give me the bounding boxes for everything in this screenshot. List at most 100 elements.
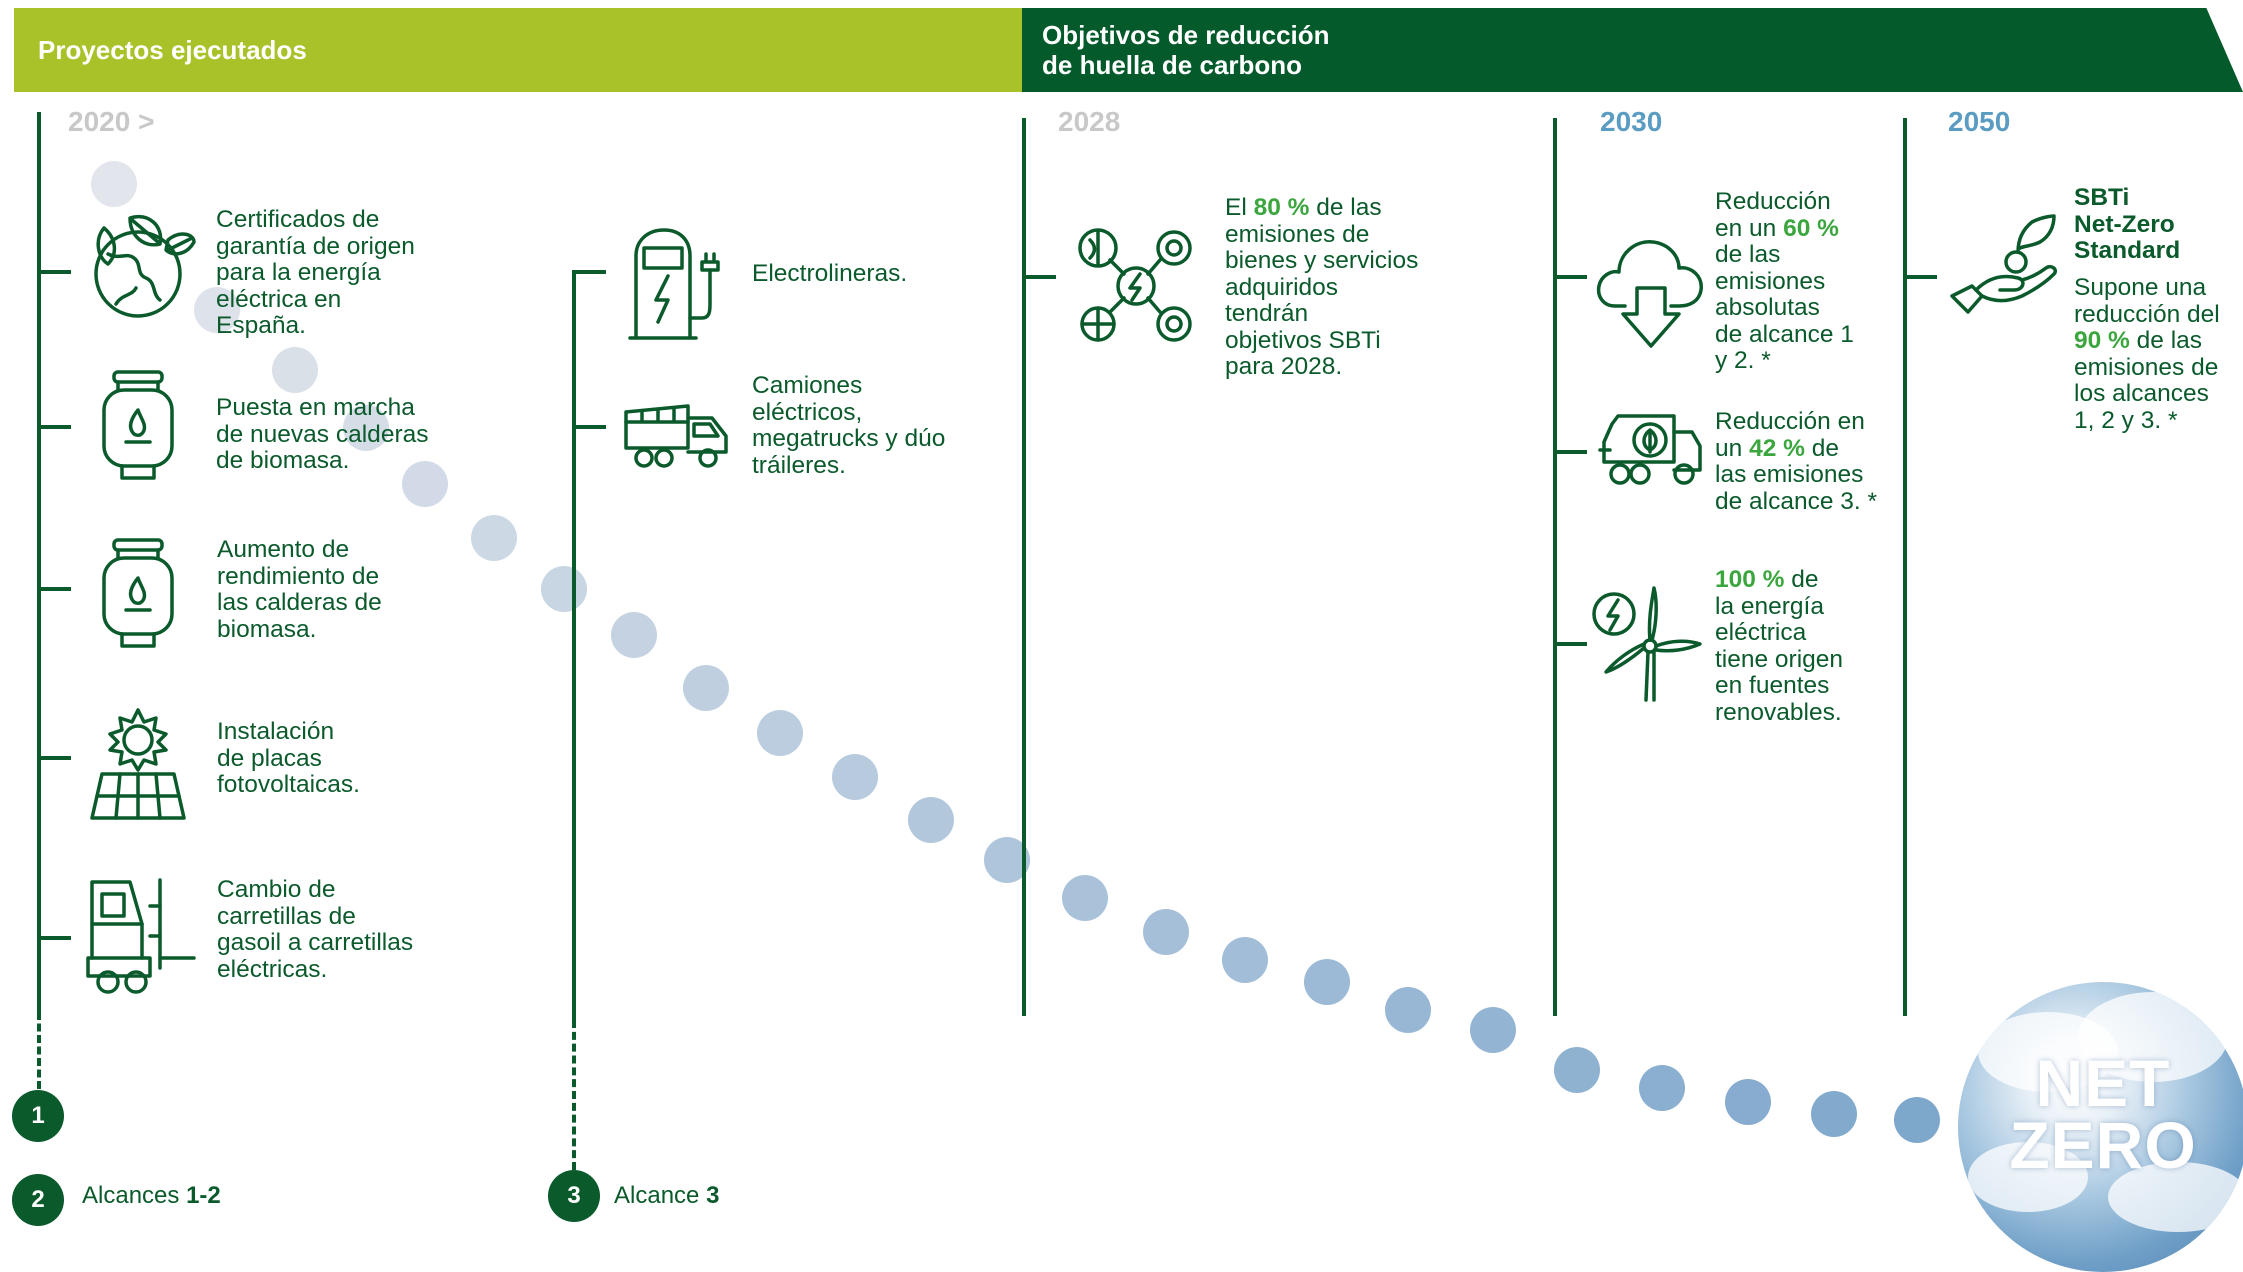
year-2030: 2030	[1600, 106, 1663, 137]
target-2050-title: SBTi Net-Zero Standard	[2074, 184, 2181, 264]
timeline-tick	[1553, 450, 1587, 454]
text-part: Supone una reducción del	[2074, 274, 2220, 328]
path-dot	[91, 161, 137, 207]
year-2050: 2050	[1948, 106, 2011, 137]
gas-boiler-icon	[100, 368, 176, 484]
timeline-tick	[37, 425, 71, 429]
globe-leaves-icon	[86, 208, 198, 324]
text-part: de la energía eléctrica tiene origen en …	[1715, 566, 1844, 726]
timeline-tick	[572, 425, 606, 429]
path-dot	[402, 461, 448, 507]
highlight-percent: 60 %	[1783, 214, 1839, 242]
path-dot	[1894, 1097, 1940, 1143]
target-2030-text: Reducción en un 42 % de las emisiones de…	[1715, 408, 1878, 515]
text-part: de las emisiones de bienes y servicios a…	[1225, 194, 1419, 380]
timeline-tick	[1553, 275, 1587, 279]
hand-plant-icon	[1948, 212, 2060, 320]
timeline-line-2050	[1903, 118, 1907, 1016]
path-dot	[683, 665, 729, 711]
legend-label-scope12: Alcances 1-2	[82, 1182, 221, 1210]
path-dot	[1304, 959, 1350, 1005]
timeline-line-scope3	[572, 270, 576, 1020]
project-text: Puesta en marcha de nuevas calderas de b…	[216, 394, 429, 474]
solar-panel-icon	[88, 706, 188, 822]
path-dot	[272, 347, 318, 393]
project-text: Camiones eléctricos, megatrucks y dúo tr…	[752, 372, 946, 479]
timeline-tick	[37, 936, 71, 940]
path-dot	[1385, 987, 1431, 1033]
project-text: Aumento de rendimiento de las calderas d…	[217, 536, 382, 643]
timeline-line-scope12	[37, 112, 41, 1012]
timeline-tick	[1553, 642, 1587, 646]
text-part: de las emisiones absolutas de alcance 1 …	[1715, 241, 1854, 374]
network-energy-icon	[1076, 224, 1194, 348]
path-dot	[1470, 1007, 1516, 1053]
timeline-tick	[1903, 275, 1937, 279]
forklift-icon	[84, 876, 198, 994]
electric-truck-leaf-icon	[1596, 412, 1704, 488]
legend-label-scope3: Alcance 3	[614, 1182, 719, 1210]
timeline-tick	[37, 756, 71, 760]
truck-icon	[622, 400, 730, 470]
path-dot	[343, 405, 389, 451]
path-dot	[757, 710, 803, 756]
cloud-shape	[2108, 1162, 2243, 1232]
project-text: Certificados de garantía de origen para …	[216, 206, 415, 339]
path-dot	[1222, 937, 1268, 983]
path-dot	[1554, 1047, 1600, 1093]
header-targets-title: Objetivos de reducción de huella de carb…	[1042, 20, 1330, 80]
text-part: El	[1225, 194, 1254, 221]
highlight-percent: 42 %	[1749, 434, 1805, 462]
wind-turbine-icon	[1590, 584, 1702, 704]
timeline-tick	[37, 587, 71, 591]
path-dot	[832, 754, 878, 800]
legend-text-bold: 3	[706, 1182, 720, 1209]
text-part: Reducción en un	[1715, 188, 1831, 242]
target-2028-text: El 80 % de las emisiones de bienes y ser…	[1225, 194, 1419, 381]
timeline-dash-scope3	[572, 1020, 576, 1170]
highlight-percent: 90 %	[2074, 327, 2130, 354]
text-part: Reducción en un	[1715, 408, 1865, 462]
path-dot	[1143, 909, 1189, 955]
text-part: de las emisiones de alcance 3. *	[1715, 434, 1878, 515]
scope-badge-1: 1	[12, 1090, 64, 1142]
path-dot	[1811, 1091, 1857, 1137]
legend-text-bold: 1-2	[186, 1182, 221, 1209]
header-targets: Objetivos de reducción de huella de carb…	[1022, 8, 2243, 92]
project-text: Electrolineras.	[752, 260, 908, 287]
target-2050-text: Supone una reducción del 90 % de las emi…	[2074, 274, 2220, 434]
scope-badge-2: 2	[12, 1174, 64, 1226]
cloud-download-icon	[1595, 232, 1707, 352]
highlight-percent: 80 %	[1253, 194, 1310, 221]
project-text: Instalación de placas fotovoltaicas.	[217, 718, 360, 798]
net-zero-badge: NET ZERO	[1958, 982, 2243, 1272]
year-2028: 2028	[1058, 106, 1121, 137]
timeline-tick	[37, 270, 71, 274]
legend-text: Alcance	[614, 1182, 707, 1209]
target-2030-text: 100 % de la energía eléctrica tiene orig…	[1715, 566, 1844, 726]
text-part: de las emisiones de los alcances 1, 2 y …	[2074, 327, 2219, 434]
header-projects: Proyectos ejecutados	[14, 8, 1022, 92]
cloud-shape	[1968, 1142, 2088, 1212]
path-dot	[541, 566, 587, 612]
year-2020: 2020 >	[68, 106, 155, 137]
scope-badge-3: 3	[548, 1170, 600, 1222]
charging-station-icon	[628, 226, 728, 344]
path-dot	[1639, 1065, 1685, 1111]
path-dot	[471, 515, 517, 561]
timeline-tick	[1022, 275, 1056, 279]
target-2030-text: Reducción en un 60 % de las emisiones ab…	[1715, 188, 1854, 375]
path-dot	[194, 287, 240, 333]
path-dot	[1062, 875, 1108, 921]
project-text: Cambio de carretillas de gasoil a carret…	[217, 876, 414, 983]
path-dot	[611, 612, 657, 658]
timeline-line-2028	[1022, 118, 1026, 1016]
timeline-line-2030	[1553, 118, 1557, 1016]
net-zero-label: NET ZERO	[2009, 1046, 2197, 1182]
cloud-shape	[2078, 992, 2228, 1082]
path-dot	[908, 797, 954, 843]
header-projects-title: Proyectos ejecutados	[38, 34, 307, 65]
gas-boiler-icon	[100, 536, 176, 652]
highlight-percent: 100 %	[1715, 566, 1785, 593]
timeline-dash-scope12	[37, 1012, 41, 1112]
